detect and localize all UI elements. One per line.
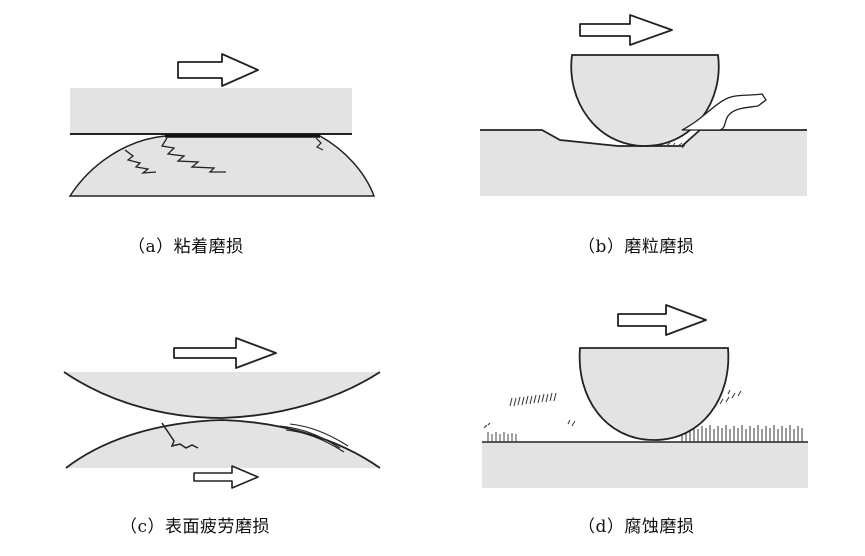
upper-slab [70,88,352,134]
caption-adhesive-wear: （a）粘着磨损 [128,237,244,257]
abrasive-wear-diagram [480,14,807,196]
panel-corrosive-wear: （d）腐蚀磨损 [432,278,865,556]
panel-surface-fatigue-wear: （c）表面疲劳磨损 [0,278,432,556]
fatigue-crack-lines [279,423,349,453]
lower-roller-edge [65,419,381,469]
corrosion-film-left [487,432,517,442]
debris-marks [665,142,686,149]
base-block [482,442,808,488]
crack-center [160,137,226,173]
motion-arrow-icon [177,53,259,87]
slider-body [578,347,730,441]
corrosive-wear-diagram [482,304,808,488]
motion-arrow-icon [617,304,707,336]
lower-dome [68,135,376,197]
wear-chip [681,93,767,131]
panel-adhesive-wear: （a）粘着磨损 [0,0,432,278]
corrosion-film-right [681,425,803,442]
upper-motion-arrow-icon [173,337,277,369]
upper-roller [64,372,380,418]
caption-corrosive-wear: （d）腐蚀磨损 [578,517,695,537]
crack-left [124,149,157,174]
panel-abrasive-wear: （b）磨粒磨损 [432,0,865,278]
caption-surface-fatigue-wear: （c）表面疲劳磨损 [120,517,271,537]
abrasive-body [570,54,720,147]
fatigue-crack [161,422,199,449]
upper-roller-edge [63,371,381,419]
motion-arrow-icon [579,14,673,46]
surface-fatigue-wear-diagram [63,337,381,489]
base-block [480,130,807,196]
crack-right [315,137,324,151]
adhesive-wear-diagram [68,53,376,197]
caption-abrasive-wear: （b）磨粒磨损 [578,237,695,257]
lower-motion-arrow-icon [193,465,259,489]
